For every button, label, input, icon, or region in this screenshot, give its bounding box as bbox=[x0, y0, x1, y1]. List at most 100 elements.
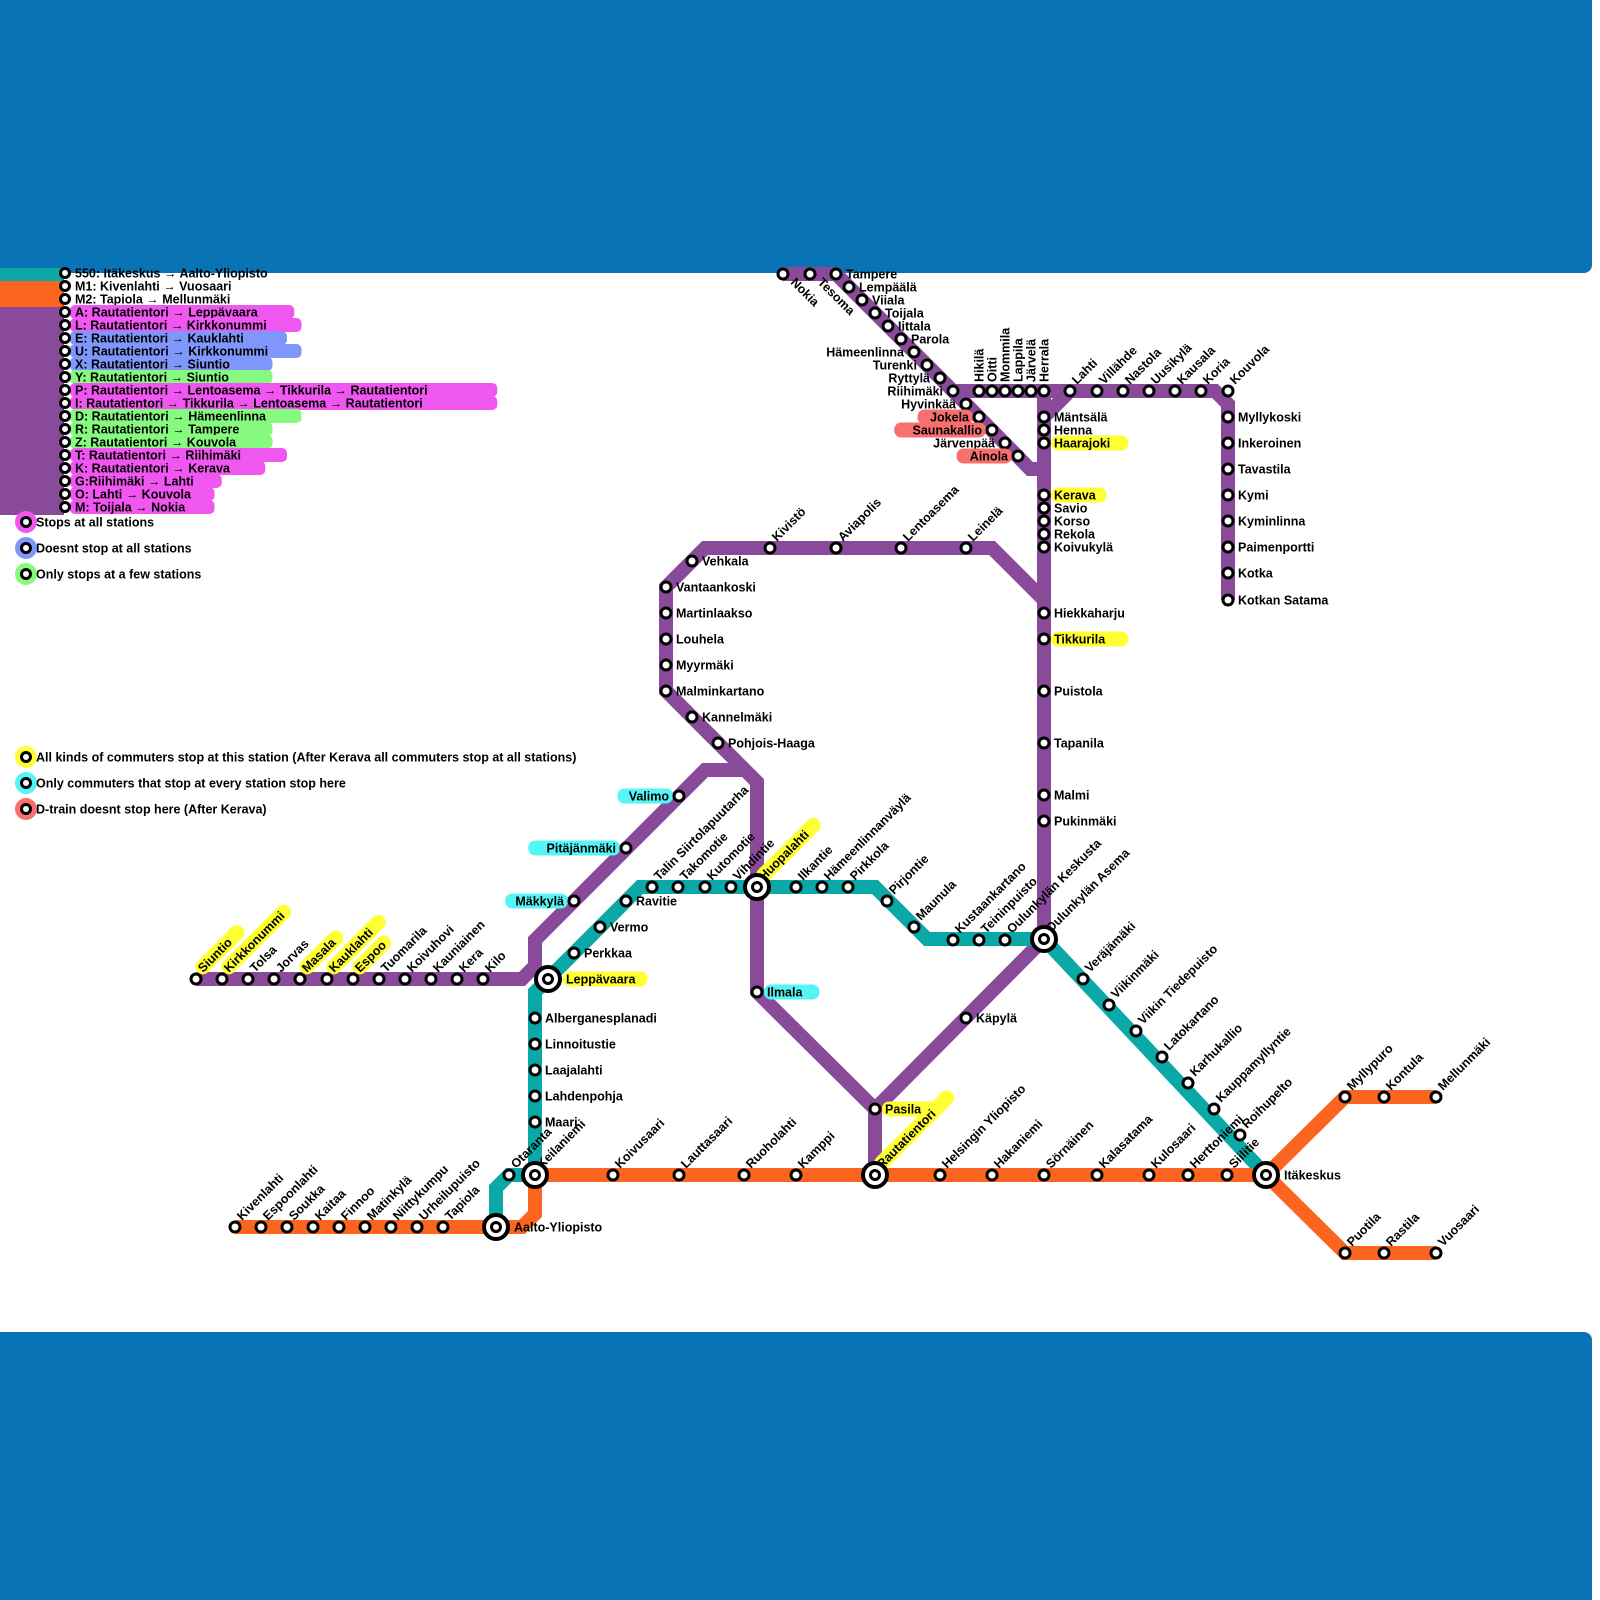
station[interactable]: Koivukylä bbox=[1037, 540, 1113, 555]
station[interactable]: Tikkurila bbox=[1037, 631, 1129, 647]
station[interactable]: Hyvinkää bbox=[901, 397, 973, 412]
station-label: Paimenportti bbox=[1238, 541, 1314, 555]
station[interactable]: Herrala bbox=[1037, 338, 1052, 398]
route-legend-item: Y: Rautatientori → Siuntio bbox=[59, 370, 273, 385]
station[interactable]: Maari bbox=[528, 1115, 578, 1130]
station[interactable]: Paimenportti bbox=[1221, 540, 1314, 555]
station[interactable]: Hämeenlinna bbox=[826, 345, 921, 360]
station[interactable]: Aalto-Yliopisto bbox=[482, 1213, 603, 1241]
station[interactable]: Pitäjänmäki bbox=[528, 840, 633, 856]
station[interactable]: Tapanila bbox=[1037, 736, 1105, 751]
station-label: Lappila bbox=[1012, 337, 1026, 382]
station[interactable]: Itäkeskus bbox=[1252, 1161, 1341, 1189]
station[interactable]: Vehkala bbox=[685, 554, 750, 569]
station[interactable]: Valimo bbox=[617, 788, 686, 804]
station[interactable]: Puistola bbox=[1037, 684, 1104, 699]
route-legend-stop-icon bbox=[59, 488, 71, 500]
station-label: Malmi bbox=[1054, 789, 1089, 803]
route-legend-highlight bbox=[70, 331, 287, 345]
station[interactable]: Inkeroinen bbox=[1221, 436, 1301, 451]
metro-line-m2-branch bbox=[1261, 1090, 1436, 1180]
station-label: Henna bbox=[1054, 424, 1093, 438]
station[interactable]: Savio bbox=[1037, 501, 1088, 516]
station[interactable]: Vantaankoski bbox=[659, 580, 756, 595]
station-label: Saunakallio bbox=[913, 424, 983, 438]
station[interactable]: Mommila bbox=[998, 327, 1013, 398]
station-stop-icon bbox=[1037, 410, 1051, 424]
station[interactable]: Lempäälä bbox=[842, 280, 917, 295]
station[interactable]: Kyminlinna bbox=[1221, 514, 1306, 529]
station[interactable]: Turenki bbox=[873, 358, 934, 373]
station-label: Puotila bbox=[1344, 1209, 1384, 1249]
station[interactable]: Kotkan Satama bbox=[1221, 593, 1329, 608]
route-legend-stop-icon bbox=[59, 267, 71, 279]
station[interactable]: Alberganesplanadi bbox=[528, 1011, 657, 1026]
station[interactable]: Kannelmäki bbox=[685, 710, 772, 725]
station-label: Tampere bbox=[846, 268, 897, 282]
station-label: Viiala bbox=[872, 294, 905, 308]
station[interactable]: Kymi bbox=[1221, 488, 1269, 503]
station[interactable]: Haarajoki bbox=[1037, 435, 1129, 451]
station[interactable]: Ryttylä bbox=[888, 371, 947, 386]
route-legend-highlight bbox=[70, 448, 287, 462]
station[interactable]: Viiala bbox=[855, 293, 905, 308]
station[interactable]: Malminkartano bbox=[659, 684, 765, 699]
station[interactable]: Hiekkaharju bbox=[1037, 606, 1125, 621]
station[interactable]: Henna bbox=[1037, 423, 1093, 438]
station[interactable]: Mäkkylä bbox=[505, 893, 581, 909]
station[interactable]: Toijala bbox=[868, 306, 925, 321]
station[interactable]: Kouvola bbox=[1221, 342, 1273, 398]
station-stop-icon bbox=[841, 880, 855, 894]
route-legend-stop-icon bbox=[59, 280, 71, 292]
station[interactable]: Laajalahti bbox=[528, 1063, 603, 1078]
station[interactable]: Korso bbox=[1037, 514, 1090, 529]
station[interactable]: Lappila bbox=[1011, 337, 1026, 398]
station[interactable]: Iittala bbox=[881, 319, 932, 334]
station[interactable]: Rekola bbox=[1037, 527, 1096, 542]
station[interactable]: Käpylä bbox=[959, 1011, 1017, 1026]
station[interactable]: Jokela bbox=[917, 409, 986, 425]
station-stop-icon bbox=[1037, 684, 1051, 698]
station[interactable]: Ainola bbox=[956, 448, 1025, 464]
route-legend-item: E: Rautatientori → Kauklahti bbox=[59, 331, 287, 346]
station[interactable]: Pirjontie bbox=[880, 852, 932, 908]
station[interactable]: Hikilä bbox=[972, 349, 987, 398]
station[interactable]: Lahdenpohja bbox=[528, 1089, 624, 1104]
station-stop-icon bbox=[829, 541, 843, 555]
station[interactable]: Myllykoski bbox=[1221, 410, 1301, 425]
station[interactable]: Ilmala bbox=[750, 984, 820, 1000]
station[interactable]: Tampere bbox=[829, 267, 897, 282]
station[interactable]: Pohjois-Haaga bbox=[711, 736, 816, 751]
station[interactable]: Myyrmäki bbox=[659, 658, 734, 673]
station-label: Pasila bbox=[885, 1103, 922, 1117]
footer-band bbox=[0, 1332, 1592, 1600]
route-legend-stop-icon bbox=[59, 397, 71, 409]
route-legend-label: 550: Itäkeskus → Aalto-Yliopisto bbox=[75, 267, 268, 281]
station-stop-icon bbox=[1024, 384, 1038, 398]
station[interactable]: Pukinmäki bbox=[1037, 814, 1117, 829]
station[interactable]: Kotka bbox=[1221, 566, 1274, 581]
station[interactable]: Vuosaari bbox=[1429, 1202, 1482, 1260]
station[interactable]: Mellunmäki bbox=[1429, 1035, 1493, 1104]
station[interactable]: Leppävaara bbox=[534, 965, 648, 993]
station[interactable]: Perkkaa bbox=[567, 946, 633, 961]
station[interactable]: Martinlaakso bbox=[659, 606, 753, 621]
station[interactable]: Järvenpää bbox=[933, 436, 1012, 451]
station-stop-icon bbox=[1037, 632, 1051, 646]
station[interactable]: Ravitie bbox=[619, 894, 677, 909]
station[interactable]: Linnoitustie bbox=[528, 1037, 616, 1052]
station[interactable]: Riihimäki bbox=[887, 384, 960, 399]
station[interactable]: Parola bbox=[894, 332, 950, 347]
station[interactable]: Vermo bbox=[593, 920, 649, 935]
station[interactable]: Tavastila bbox=[1221, 462, 1292, 477]
station[interactable]: Oitti bbox=[985, 357, 1000, 398]
station[interactable]: Kerava bbox=[1037, 487, 1107, 503]
station[interactable]: Roihupelto bbox=[1233, 1075, 1296, 1142]
station[interactable]: Malmi bbox=[1037, 788, 1089, 803]
station[interactable]: Järvelä bbox=[1024, 339, 1039, 398]
station[interactable]: Louhela bbox=[659, 632, 725, 647]
station[interactable]: Maunula bbox=[907, 877, 960, 934]
station[interactable]: Mäntsälä bbox=[1037, 410, 1108, 425]
station[interactable]: Saunakallio bbox=[894, 422, 999, 438]
station-stop-icon bbox=[346, 972, 360, 986]
